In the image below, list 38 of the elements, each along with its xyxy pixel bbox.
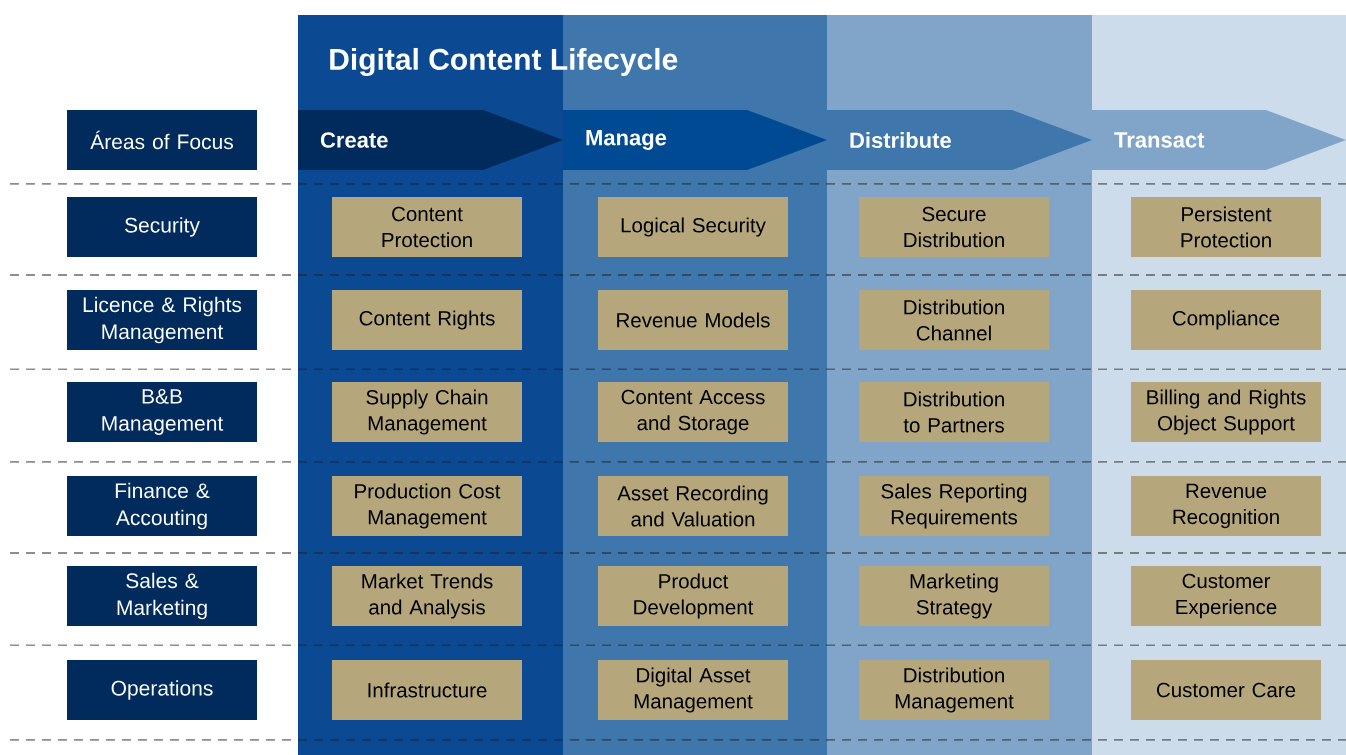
stage-header: Distribute [827, 110, 1092, 170]
topic-box: Revenue Models [598, 290, 788, 350]
topic-box: Infrastructure [332, 660, 522, 720]
topic-box: Asset Recording and Valuation [598, 476, 788, 536]
stage-header: Transact [1092, 110, 1346, 170]
topic-box: Distribution Management [859, 660, 1049, 720]
topic-box: Customer Care [1131, 660, 1321, 720]
topic-box: Content Rights [332, 290, 522, 350]
topic-box: Content Access and Storage [598, 382, 788, 442]
topic-box: Billing and Rights Object Support [1131, 382, 1321, 442]
topic-box: Compliance [1131, 290, 1321, 350]
topic-box: Revenue Recognition [1131, 476, 1321, 536]
node-label: Transact [1114, 132, 1205, 148]
topic-box: Sales Reporting Requirements [859, 476, 1049, 536]
topic-box: Content Protection [332, 197, 522, 257]
topic-box: Secure Distribution [859, 197, 1049, 257]
topic-box: Marketing Strategy [859, 566, 1049, 626]
topic-box: Distribution Channel [859, 290, 1049, 350]
topic-box: Product Development [598, 566, 788, 626]
row-label-box: Operations [67, 660, 257, 720]
stage-header: Create [298, 110, 563, 170]
topic-box: Digital Asset Management [598, 660, 788, 720]
row-label-box: Áreas of Focus [67, 110, 257, 170]
stage-header: Manage [563, 110, 827, 170]
topic-box: Logical Security [598, 197, 788, 257]
row-label-box: B&B Management [67, 382, 257, 442]
topic-box: Market Trends and Analysis [332, 566, 522, 626]
topic-box: Customer Experience [1131, 566, 1321, 626]
node-label: Distribute [850, 131, 951, 149]
row-label-box: Finance & Accouting [67, 476, 257, 536]
row-label-box: Security [67, 197, 257, 257]
topic-box: Supply Chain Management [332, 382, 522, 442]
row-label-box: Licence & Rights Management [67, 290, 257, 350]
topic-box: Production Cost Management [332, 476, 522, 536]
row-label-box: Sales & Marketing [67, 566, 257, 626]
topic-box: Persistent Protection [1131, 197, 1321, 257]
topic-box: Distribution to Partners [859, 382, 1049, 442]
title: Digital Content Lifecycle [330, 47, 678, 77]
